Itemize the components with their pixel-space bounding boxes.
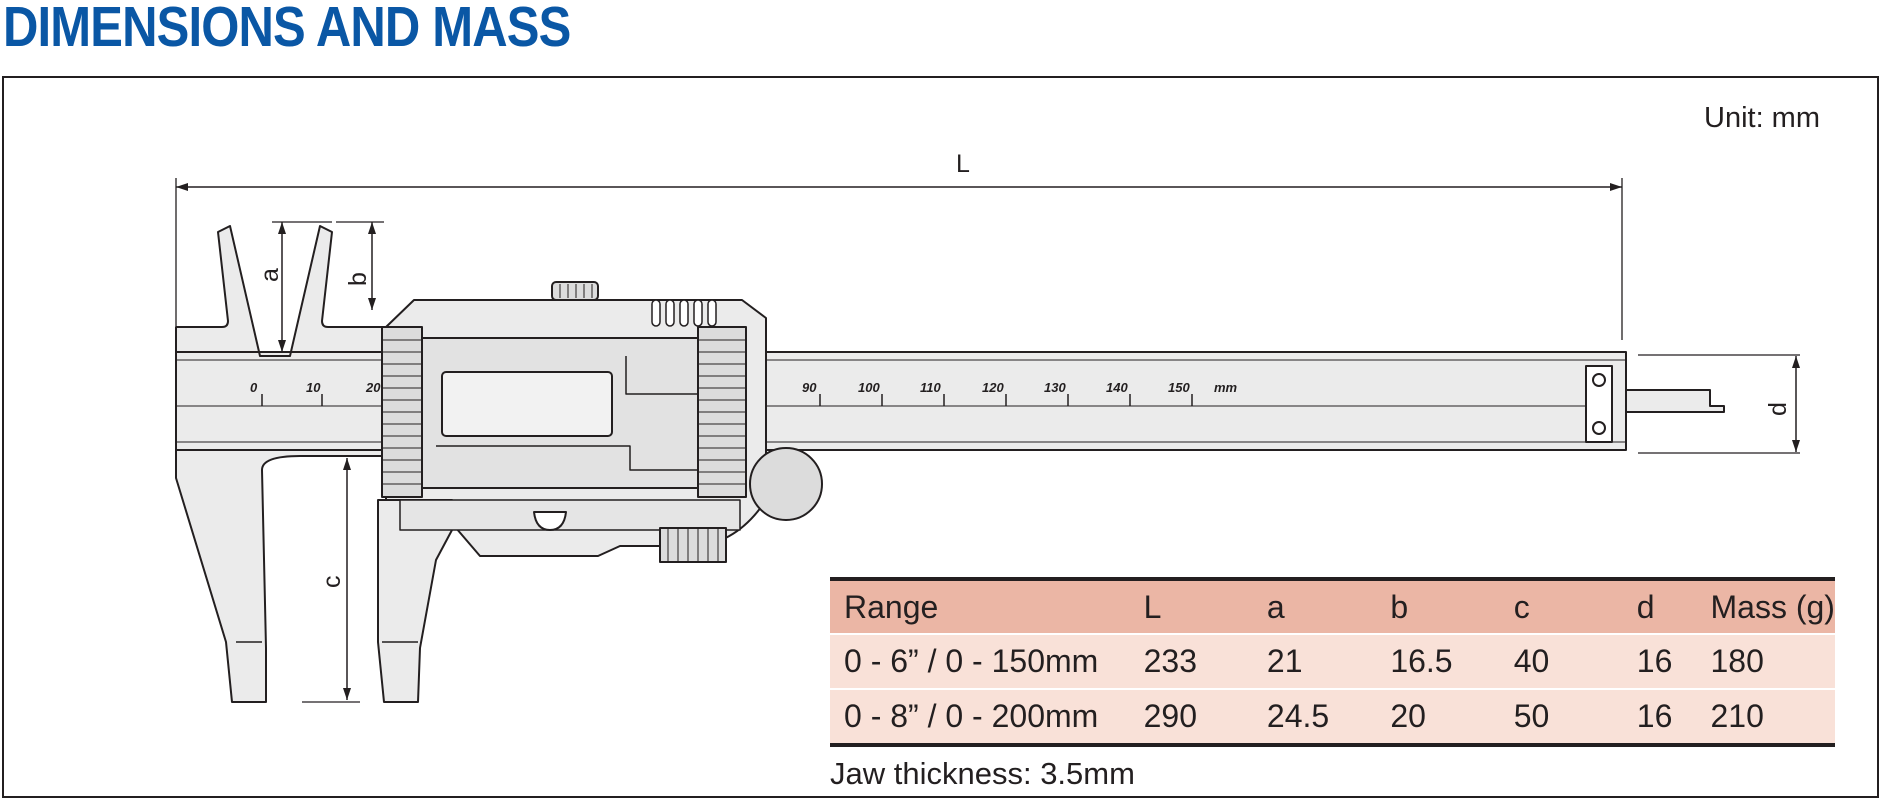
scale-number-130: 130: [1044, 380, 1066, 395]
scale-number-20: 20: [365, 380, 381, 395]
scale-number-150: 150: [1168, 380, 1190, 395]
cell-range: 0 - 6” / 0 - 150mm: [844, 643, 1099, 679]
scale-number-10: 10: [306, 380, 321, 395]
cell-b: 20: [1390, 698, 1426, 734]
scale-number-0: 0: [250, 380, 258, 395]
column-header-c: c: [1513, 588, 1530, 625]
dimension-label-b: b: [344, 272, 372, 286]
lcd-display: [441, 371, 613, 437]
column-header-mass: Mass (g): [1710, 588, 1835, 625]
cell-L: 290: [1143, 698, 1197, 734]
cell-c: 50: [1513, 698, 1550, 734]
dimension-label-d: d: [1764, 402, 1792, 416]
fixed-jaw: [175, 225, 387, 357]
scale-number-90: 90: [802, 380, 817, 395]
cell-mass: 180: [1710, 643, 1764, 679]
jaw-thickness-note: Jaw thickness: 3.5mm: [830, 756, 1135, 791]
page-title: DIMENSIONS AND MASS: [3, 0, 571, 59]
thumb-wheel-icon: [749, 447, 823, 521]
scale-number-140: 140: [1106, 380, 1128, 395]
cell-L: 233: [1143, 643, 1197, 679]
column-header-range: Range: [844, 588, 939, 625]
table-row: 0 - 8” / 0 - 200mm 290 24.5 20 50 16 210: [830, 689, 1835, 745]
top-grip-ridges: [651, 299, 717, 327]
cell-a: 21: [1266, 643, 1303, 679]
column-header-a: a: [1266, 588, 1285, 625]
scale-number-100: 100: [858, 380, 880, 395]
scale-number-110: 110: [920, 380, 941, 395]
table-header-row: Range L a b c d Mass (g): [830, 579, 1835, 634]
scale-unit: mm: [1214, 380, 1238, 395]
cell-d: 16: [1636, 698, 1673, 734]
dimensions-table: Range L a b c d Mass (g) 0 - 6” / 0 - 15…: [830, 577, 1835, 747]
column-header-b: b: [1390, 588, 1409, 625]
thumb-roller-icon: [659, 527, 727, 563]
diagram-frame: [2, 76, 1879, 798]
unit-label: Unit: mm: [1704, 102, 1820, 134]
cell-range: 0 - 8” / 0 - 200mm: [844, 698, 1099, 734]
cell-b: 16.5: [1390, 643, 1453, 679]
cell-mass: 210: [1710, 698, 1764, 734]
cell-d: 16: [1636, 643, 1673, 679]
cell-a: 24.5: [1266, 698, 1330, 734]
dimension-label-c: c: [318, 576, 346, 589]
cell-c: 40: [1513, 643, 1550, 679]
zero-button-icon: [533, 511, 567, 531]
dimension-label-a: a: [256, 268, 284, 282]
depth-bar: [1625, 389, 1725, 413]
clamp-screw-icon: [551, 281, 599, 301]
column-header-L: L: [1143, 588, 1162, 625]
dimension-label-L: L: [956, 150, 970, 178]
column-header-d: d: [1636, 588, 1655, 625]
table-row: 0 - 6” / 0 - 150mm 233 21 16.5 40 16 180: [830, 634, 1835, 689]
scale-number-120: 120: [982, 380, 1004, 395]
